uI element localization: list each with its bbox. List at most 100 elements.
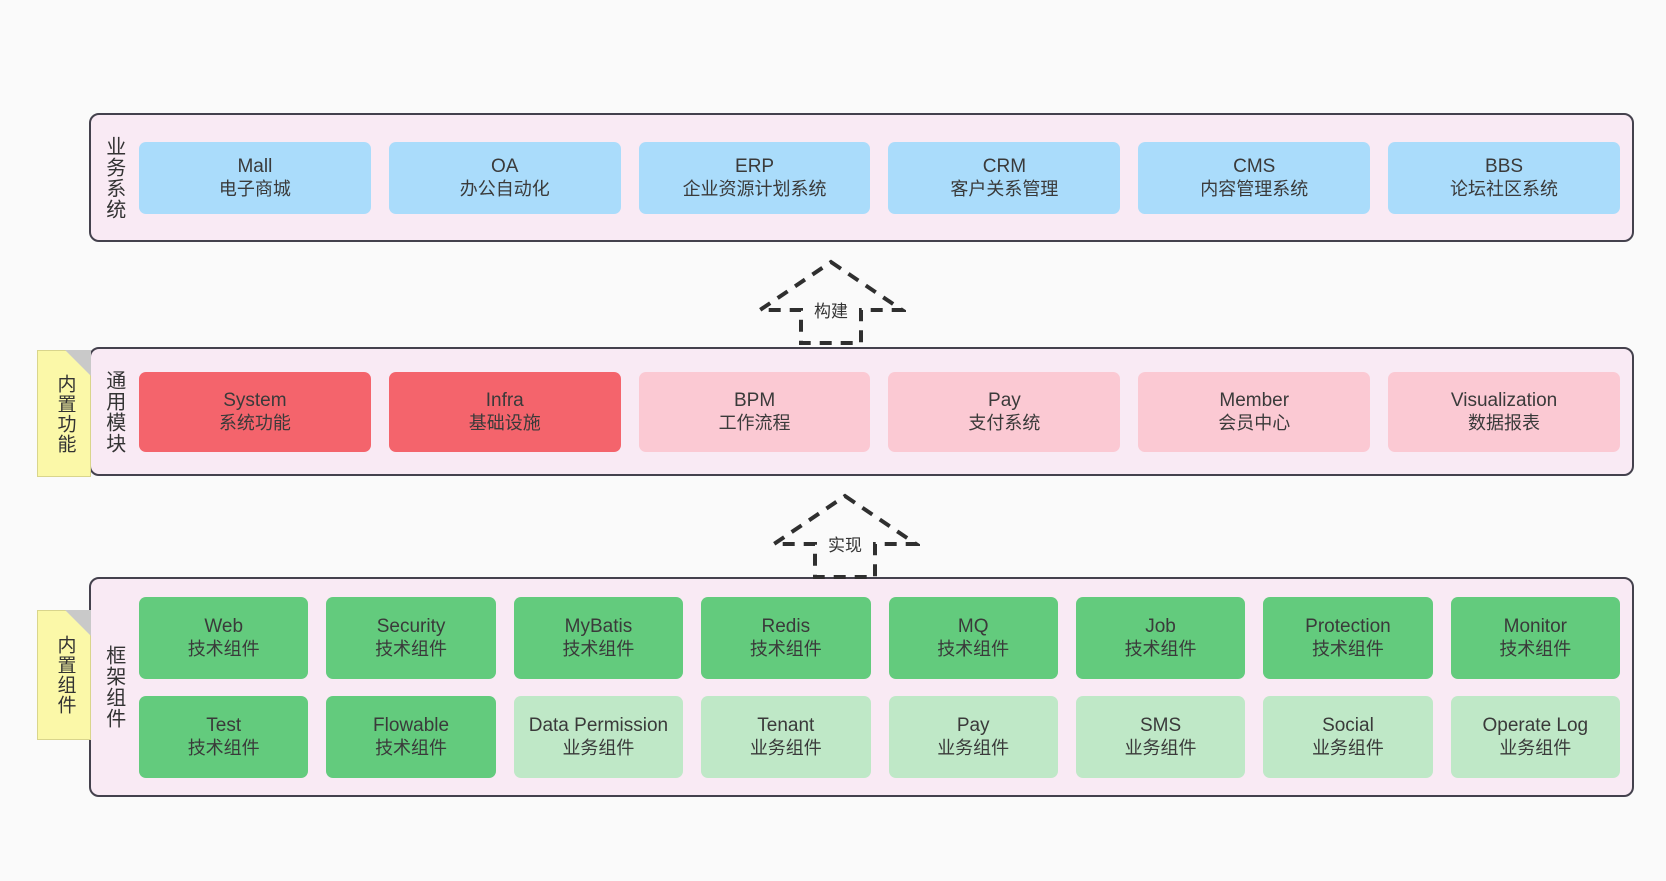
business-card-bbs[interactable]: BBS 论坛社区系统 xyxy=(1388,141,1620,214)
business-card-oa[interactable]: OA 办公自动化 xyxy=(388,141,621,214)
note-text: 内置功能 xyxy=(54,373,76,454)
card-title: SMS xyxy=(1139,714,1182,736)
arrow-realize: 实现 xyxy=(770,492,920,580)
card-subtitle: 业务组件 xyxy=(1499,738,1572,759)
layer-body-business-systems: Mall 电子商城 OA 办公自动化 ERP 企业资源计划系统 CRM 客户关系… xyxy=(135,115,1632,240)
component-card-social[interactable]: Social 业务组件 xyxy=(1263,695,1433,778)
layer-common-modules: 通用模块 System 系统功能 Infra 基础设施 BPM 工作流程 Pay xyxy=(89,347,1634,476)
layer-body-framework-components: Web 技术组件 Security 技术组件 MyBatis 技术组件 Redi… xyxy=(135,579,1632,795)
component-card-protection[interactable]: Protection 技术组件 xyxy=(1263,596,1433,679)
card-subtitle: 技术组件 xyxy=(187,639,260,660)
card-title: Flowable xyxy=(373,714,450,736)
common-modules-row: System 系统功能 Infra 基础设施 BPM 工作流程 Pay 支付系统… xyxy=(139,371,1620,452)
card-subtitle: 会员中心 xyxy=(1218,413,1291,434)
business-card-crm[interactable]: CRM 客户关系管理 xyxy=(888,141,1121,214)
card-subtitle: 企业资源计划系统 xyxy=(682,179,827,200)
note-builtin-features: 内置功能 xyxy=(37,350,91,477)
card-title: Test xyxy=(206,714,242,736)
card-title: OA xyxy=(491,155,519,177)
card-subtitle: 系统功能 xyxy=(218,413,291,434)
framework-components-row-2: Test 技术组件 Flowable 技术组件 Data Permission … xyxy=(139,695,1620,778)
card-subtitle: 客户关系管理 xyxy=(950,179,1059,200)
card-title: ERP xyxy=(735,155,775,177)
arrow-build-label: 构建 xyxy=(814,302,848,321)
business-card-mall[interactable]: Mall 电子商城 xyxy=(139,141,371,214)
module-card-infra[interactable]: Infra 基础设施 xyxy=(388,371,621,452)
card-subtitle: 技术组件 xyxy=(749,639,822,660)
card-title: Mall xyxy=(237,155,273,177)
component-card-mq[interactable]: MQ 技术组件 xyxy=(888,596,1058,679)
business-card-erp[interactable]: ERP 企业资源计划系统 xyxy=(638,141,871,214)
card-subtitle: 办公自动化 xyxy=(459,179,550,200)
card-subtitle: 业务组件 xyxy=(1124,738,1197,759)
card-subtitle: 工作流程 xyxy=(718,413,791,434)
card-title: MQ xyxy=(957,615,989,637)
component-card-tenant[interactable]: Tenant 业务组件 xyxy=(701,695,871,778)
card-title: Infra xyxy=(485,389,524,411)
arrow-realize-label: 实现 xyxy=(828,536,862,555)
card-title: CMS xyxy=(1233,155,1276,177)
component-card-redis[interactable]: Redis 技术组件 xyxy=(701,596,871,679)
card-title: Security xyxy=(376,615,446,637)
note-builtin-components: 内置组件 xyxy=(37,610,91,740)
card-subtitle: 技术组件 xyxy=(375,639,448,660)
card-title: Data Permission xyxy=(528,714,669,736)
component-card-job[interactable]: Job 技术组件 xyxy=(1075,596,1246,679)
card-subtitle: 技术组件 xyxy=(1311,639,1384,660)
card-subtitle: 技术组件 xyxy=(937,639,1010,660)
card-title: System xyxy=(223,389,287,411)
layer-business-systems: 业务系统 Mall 电子商城 OA 办公自动化 ERP 企业资源计划系统 CRM xyxy=(89,113,1634,242)
card-title: Social xyxy=(1322,714,1374,736)
card-subtitle: 技术组件 xyxy=(1499,639,1572,660)
business-card-cms[interactable]: CMS 内容管理系统 xyxy=(1138,141,1371,214)
component-card-web[interactable]: Web 技术组件 xyxy=(139,596,309,679)
card-title: Pay xyxy=(956,714,990,736)
component-card-sms[interactable]: SMS 业务组件 xyxy=(1075,695,1246,778)
card-subtitle: 业务组件 xyxy=(749,738,822,759)
card-subtitle: 技术组件 xyxy=(1124,639,1197,660)
module-card-bpm[interactable]: BPM 工作流程 xyxy=(638,371,871,452)
layer-body-common-modules: System 系统功能 Infra 基础设施 BPM 工作流程 Pay 支付系统… xyxy=(135,349,1632,474)
card-subtitle: 业务组件 xyxy=(937,738,1010,759)
module-card-visualization[interactable]: Visualization 数据报表 xyxy=(1388,371,1620,452)
card-title: Redis xyxy=(761,615,811,637)
card-title: Pay xyxy=(988,389,1021,411)
component-card-data-permission[interactable]: Data Permission 业务组件 xyxy=(513,695,684,778)
arrow-build: 构建 xyxy=(756,258,906,346)
card-subtitle: 业务组件 xyxy=(1311,738,1384,759)
business-systems-row: Mall 电子商城 OA 办公自动化 ERP 企业资源计划系统 CRM 客户关系… xyxy=(139,141,1620,214)
card-title: Web xyxy=(204,615,244,637)
module-card-system[interactable]: System 系统功能 xyxy=(139,371,371,452)
arrow-up-outline-icon xyxy=(756,259,906,345)
card-subtitle: 业务组件 xyxy=(562,738,635,759)
card-subtitle: 论坛社区系统 xyxy=(1450,179,1559,200)
layer-label-common-modules: 通用模块 xyxy=(102,369,125,454)
layer-framework-components: 框架组件 Web 技术组件 Security 技术组件 MyBatis 技术组件… xyxy=(89,577,1634,797)
card-title: CRM xyxy=(982,155,1027,177)
module-card-pay[interactable]: Pay 支付系统 xyxy=(888,371,1121,452)
module-card-member[interactable]: Member 会员中心 xyxy=(1138,371,1371,452)
card-title: Job xyxy=(1145,615,1176,637)
card-subtitle: 技术组件 xyxy=(187,738,260,759)
component-card-pay[interactable]: Pay 业务组件 xyxy=(888,695,1058,778)
card-subtitle: 基础设施 xyxy=(468,413,541,434)
card-subtitle: 电子商城 xyxy=(218,179,291,200)
arrow-up-outline-icon xyxy=(770,493,920,579)
card-title: Operate Log xyxy=(1482,714,1589,736)
component-card-test[interactable]: Test 技术组件 xyxy=(139,695,309,778)
card-subtitle: 支付系统 xyxy=(968,413,1041,434)
component-card-operate-log[interactable]: Operate Log 业务组件 xyxy=(1450,695,1620,778)
component-card-flowable[interactable]: Flowable 技术组件 xyxy=(326,695,496,778)
note-text: 内置组件 xyxy=(54,635,76,715)
card-title: Visualization xyxy=(1450,389,1558,411)
component-card-mybatis[interactable]: MyBatis 技术组件 xyxy=(513,596,684,679)
card-subtitle: 技术组件 xyxy=(375,738,448,759)
component-card-security[interactable]: Security 技术组件 xyxy=(326,596,496,679)
card-title: BPM xyxy=(733,389,776,411)
component-card-monitor[interactable]: Monitor 技术组件 xyxy=(1450,596,1620,679)
card-title: BBS xyxy=(1485,155,1524,177)
card-subtitle: 数据报表 xyxy=(1468,413,1541,434)
card-title: Tenant xyxy=(757,714,815,736)
layer-label-business-systems: 业务系统 xyxy=(102,135,125,220)
